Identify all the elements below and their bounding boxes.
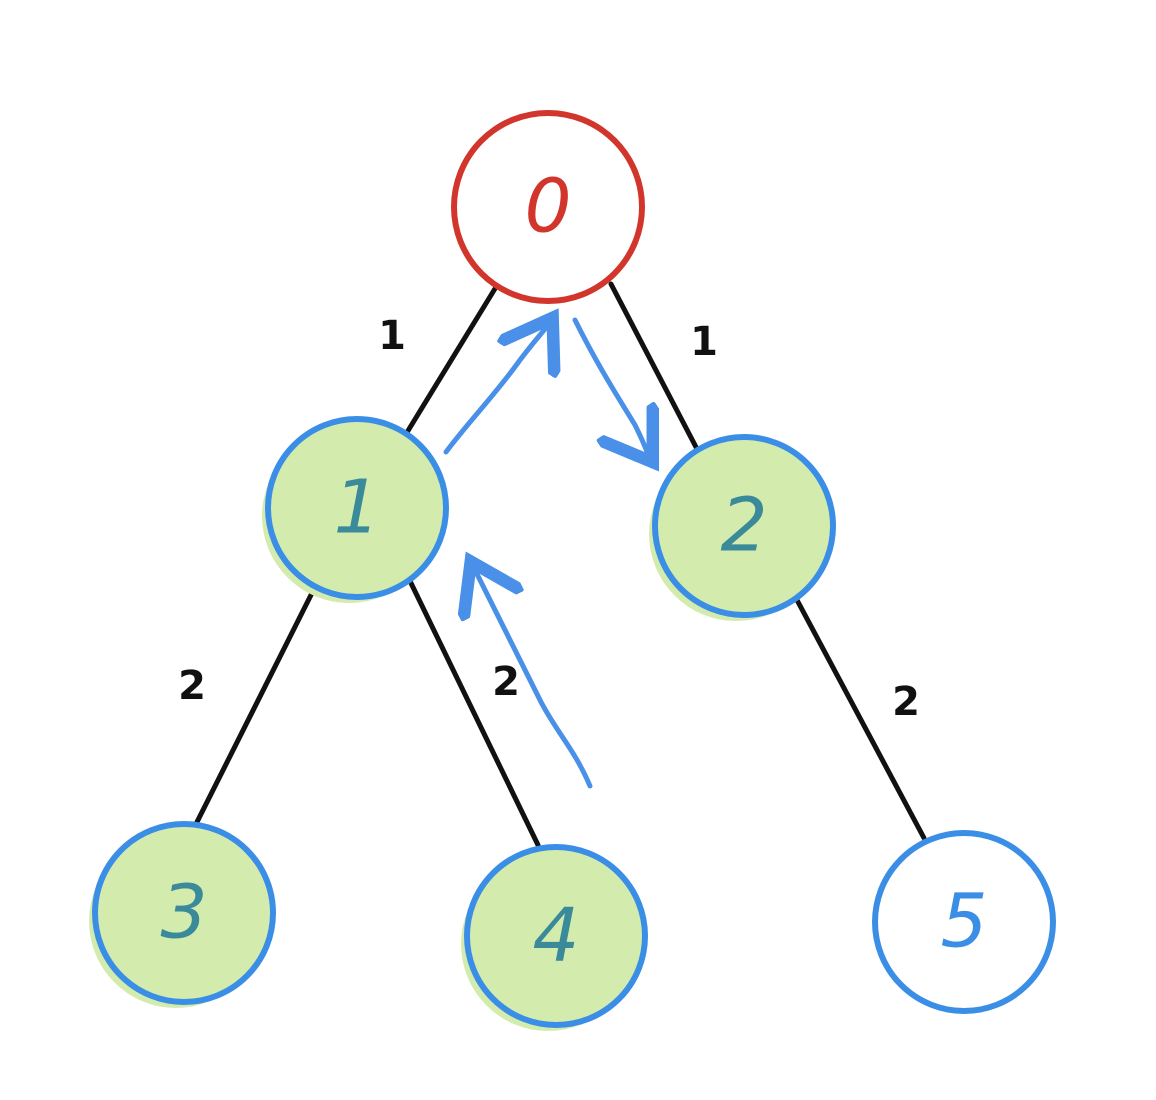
traversal-arrow-0-2 xyxy=(572,317,650,458)
node-2-label: 2 xyxy=(720,483,767,569)
edge-2-5 xyxy=(794,597,927,841)
node-1-label: 1 xyxy=(333,465,380,551)
edge-0-2 xyxy=(608,281,700,452)
node-2: 2 xyxy=(649,434,836,621)
edges xyxy=(191,281,927,848)
edge-weight-label-1-3: 2 xyxy=(178,663,206,709)
edge-1-4 xyxy=(407,578,541,848)
node-4-label: 4 xyxy=(532,893,579,979)
node-1-circle xyxy=(265,416,449,600)
traversal-arrow-4-1 xyxy=(473,566,593,789)
node-4-circle xyxy=(464,844,648,1028)
traversal-arrows xyxy=(443,317,650,789)
edge-weight-label-1-4: 2 xyxy=(492,659,520,705)
edge-1-3 xyxy=(191,582,319,831)
node-0-circle xyxy=(451,110,645,304)
edge-weight-label-0-2: 1 xyxy=(690,319,718,365)
node-1: 1 xyxy=(262,416,449,603)
node-3: 3 xyxy=(89,821,276,1008)
node-0: 0 xyxy=(451,110,645,304)
node-2-circle xyxy=(652,434,836,618)
node-3-label: 3 xyxy=(160,870,207,956)
edge-weight-label-2-5: 2 xyxy=(892,679,920,725)
nodes: 0 1 2 3 4 5 xyxy=(89,110,1056,1031)
node-5: 5 xyxy=(872,830,1056,1014)
edge-0-1 xyxy=(403,284,499,437)
traversal-arrow-1-0 xyxy=(443,322,550,455)
edge-weight-label-0-1: 1 xyxy=(378,313,406,359)
node-3-circle xyxy=(92,821,276,1005)
node-5-circle xyxy=(872,830,1056,1014)
node-5-label: 5 xyxy=(940,879,987,965)
node-0-label: 0 xyxy=(524,164,571,250)
edge-labels: 1 1 2 2 2 xyxy=(178,313,920,725)
node-4: 4 xyxy=(461,844,648,1031)
